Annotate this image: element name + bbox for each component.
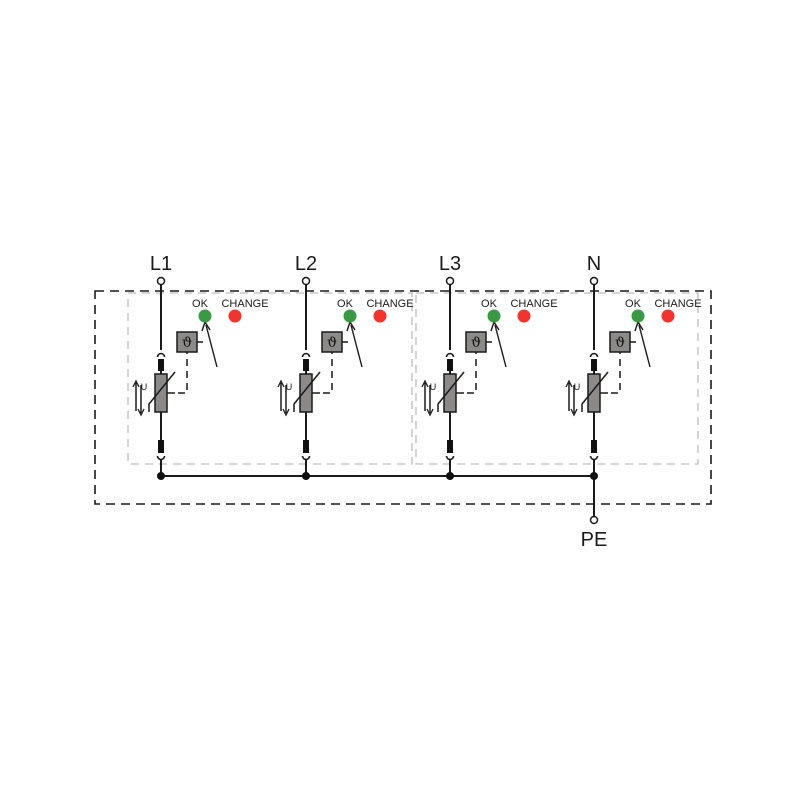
varistor-icon <box>587 373 601 413</box>
voltage-symbol: U <box>141 382 148 392</box>
terminal-circle <box>301 276 311 286</box>
bus-junction <box>590 472 598 480</box>
voltage-symbol: U <box>286 382 293 392</box>
terminal-label: L1 <box>150 253 172 275</box>
terminal-circle <box>156 276 166 286</box>
change-label: CHANGE <box>366 298 413 310</box>
varistor-icon <box>443 373 457 413</box>
thermal-link-dashed <box>611 352 621 394</box>
change-led-icon <box>517 309 531 323</box>
ok-label: OK <box>481 298 498 310</box>
disconnect-contact-bottom <box>445 455 455 461</box>
thermal-symbol: ϑ <box>182 335 192 351</box>
fuse-element-top <box>447 359 453 371</box>
outer-enclosure <box>94 290 712 505</box>
pe-terminal <box>589 515 599 525</box>
terminal-label: L2 <box>295 253 317 275</box>
spd-module-n: N Uϑ OK CHANGE <box>565 253 702 480</box>
fuse-element-top <box>303 359 309 371</box>
varistor-diagonal <box>148 371 176 412</box>
disconnect-contact-top <box>445 352 455 358</box>
disconnect-contact-top <box>301 352 311 358</box>
indicator-arrow <box>494 324 507 368</box>
indicator-arrow <box>205 324 218 368</box>
change-led-icon <box>373 309 387 323</box>
ok-label: OK <box>337 298 354 310</box>
varistor-icon <box>154 373 168 413</box>
fuse-element-top <box>591 359 597 371</box>
disconnect-contact-top <box>156 352 166 358</box>
ok-led-icon <box>487 309 501 323</box>
disconnect-contact-top <box>589 352 599 358</box>
change-label: CHANGE <box>221 298 268 310</box>
terminal-circle <box>589 276 599 286</box>
ok-led-icon <box>343 309 357 323</box>
terminal-circle <box>445 276 455 286</box>
voltage-symbol: U <box>430 382 437 392</box>
indicator-arrow <box>638 324 651 368</box>
bus-junction <box>302 472 310 480</box>
thermal-link-dashed <box>178 352 188 394</box>
bus-junction <box>157 472 165 480</box>
thermal-symbol: ϑ <box>327 335 337 351</box>
fuse-element-bottom <box>447 440 453 453</box>
terminal-label: L3 <box>439 253 461 275</box>
disconnect-contact-bottom <box>301 455 311 461</box>
bus-junction <box>446 472 454 480</box>
fuse-element-bottom <box>303 440 309 453</box>
thermal-symbol: ϑ <box>471 335 481 351</box>
fuse-element-bottom <box>591 440 597 453</box>
inner-module-group-right <box>415 292 699 465</box>
ok-label: OK <box>192 298 209 310</box>
voltage-symbol: U <box>574 382 581 392</box>
varistor-diagonal <box>293 371 321 412</box>
varistor-diagonal <box>437 371 465 412</box>
disconnect-contact-bottom <box>156 455 166 461</box>
disconnect-contact-bottom <box>589 455 599 461</box>
change-label: CHANGE <box>510 298 557 310</box>
varistor-diagonal <box>581 371 609 412</box>
change-label: CHANGE <box>654 298 701 310</box>
indicator-arrow <box>350 324 363 368</box>
ok-label: OK <box>625 298 642 310</box>
terminal-label: N <box>587 253 601 275</box>
thermal-symbol: ϑ <box>615 335 625 351</box>
pe-label: PE <box>581 529 608 551</box>
change-led-icon <box>228 309 242 323</box>
inner-module-group-left <box>127 292 413 465</box>
ok-led-icon <box>198 309 212 323</box>
varistor-icon <box>299 373 313 413</box>
thermal-link-dashed <box>323 352 333 394</box>
change-led-icon <box>661 309 675 323</box>
fuse-element-bottom <box>158 440 164 453</box>
ok-led-icon <box>631 309 645 323</box>
fuse-element-top <box>158 359 164 371</box>
thermal-link-dashed <box>467 352 477 394</box>
